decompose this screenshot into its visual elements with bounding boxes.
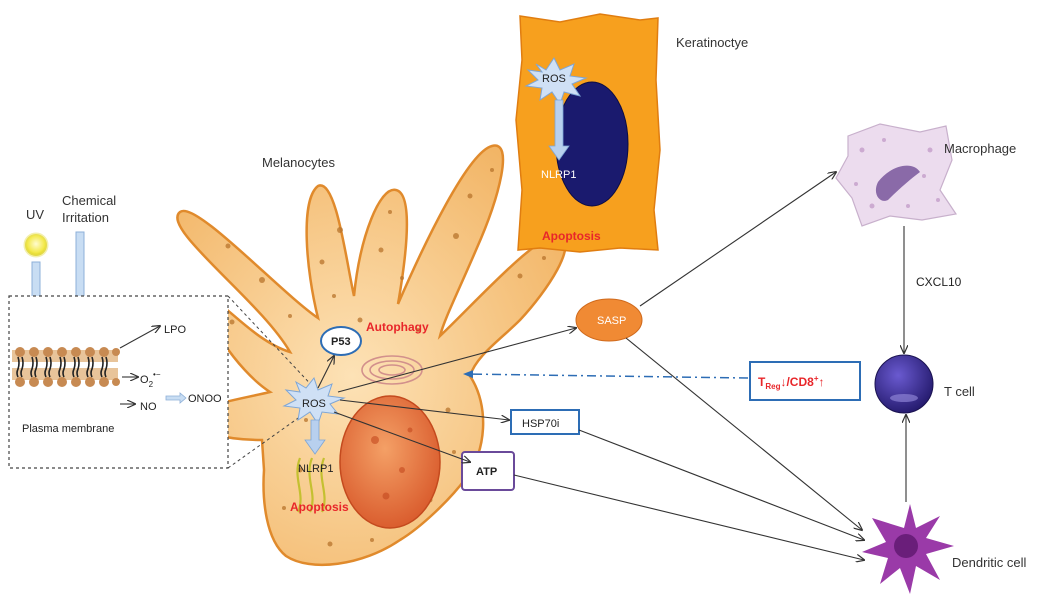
t-cell-body xyxy=(875,355,933,413)
no-label: NO xyxy=(140,401,157,413)
hsp70i-to-dendritic-arrow xyxy=(579,430,864,540)
macrophage-cell xyxy=(836,124,956,226)
chemical-label-1: Chemical xyxy=(62,193,116,208)
cxcl10-label: CXCL10 xyxy=(916,275,962,289)
nlrp1-label-keratinocyte: NLRP1 xyxy=(541,169,576,181)
autophagy-label: Autophagy xyxy=(366,320,429,334)
ros-label-melanocyte: ROS xyxy=(302,398,326,410)
keratinocyte-label: Keratinoctye xyxy=(676,35,748,50)
onoo-label: ONOO xyxy=(188,393,222,405)
t-cell-label: T cell xyxy=(944,384,975,399)
keratinocyte-nucleus xyxy=(556,82,628,206)
p53-label: P53 xyxy=(331,336,351,348)
uv-label: UV xyxy=(26,207,44,222)
apoptosis-label-melanocyte: Apoptosis xyxy=(290,500,349,514)
sasp-to-macrophage-arrow xyxy=(640,172,836,306)
dendritic-cell xyxy=(862,504,954,594)
atp-label: ATP xyxy=(476,466,497,478)
melanocytes-label: Melanocytes xyxy=(262,155,335,170)
sasp-label: SASP xyxy=(597,315,626,327)
chemical-label-2: Irritation xyxy=(62,210,109,225)
tcell-to-melanocyte-dashed-arrow xyxy=(464,374,748,378)
macrophage-label: Macrophage xyxy=(944,141,1016,156)
melanocyte-cell xyxy=(177,146,565,565)
dendritic-cell-label: Dendritic cell xyxy=(952,555,1027,570)
nlrp1-label-melanocyte: NLRP1 xyxy=(298,463,333,475)
ros-label-keratinocyte: ROS xyxy=(542,73,566,85)
keratinocyte-cell xyxy=(516,14,660,252)
t-cell xyxy=(875,355,933,413)
lpo-label: LPO xyxy=(164,324,186,336)
plasma-membrane-label: Plasma membrane xyxy=(22,423,114,435)
sun-icon xyxy=(25,234,47,256)
hsp70i-label: HSP70i xyxy=(522,418,559,430)
apoptosis-label-keratinocyte: Apoptosis xyxy=(542,229,601,243)
atp-to-dendritic-arrow xyxy=(514,475,864,560)
melanocyte-nucleus xyxy=(340,396,440,528)
